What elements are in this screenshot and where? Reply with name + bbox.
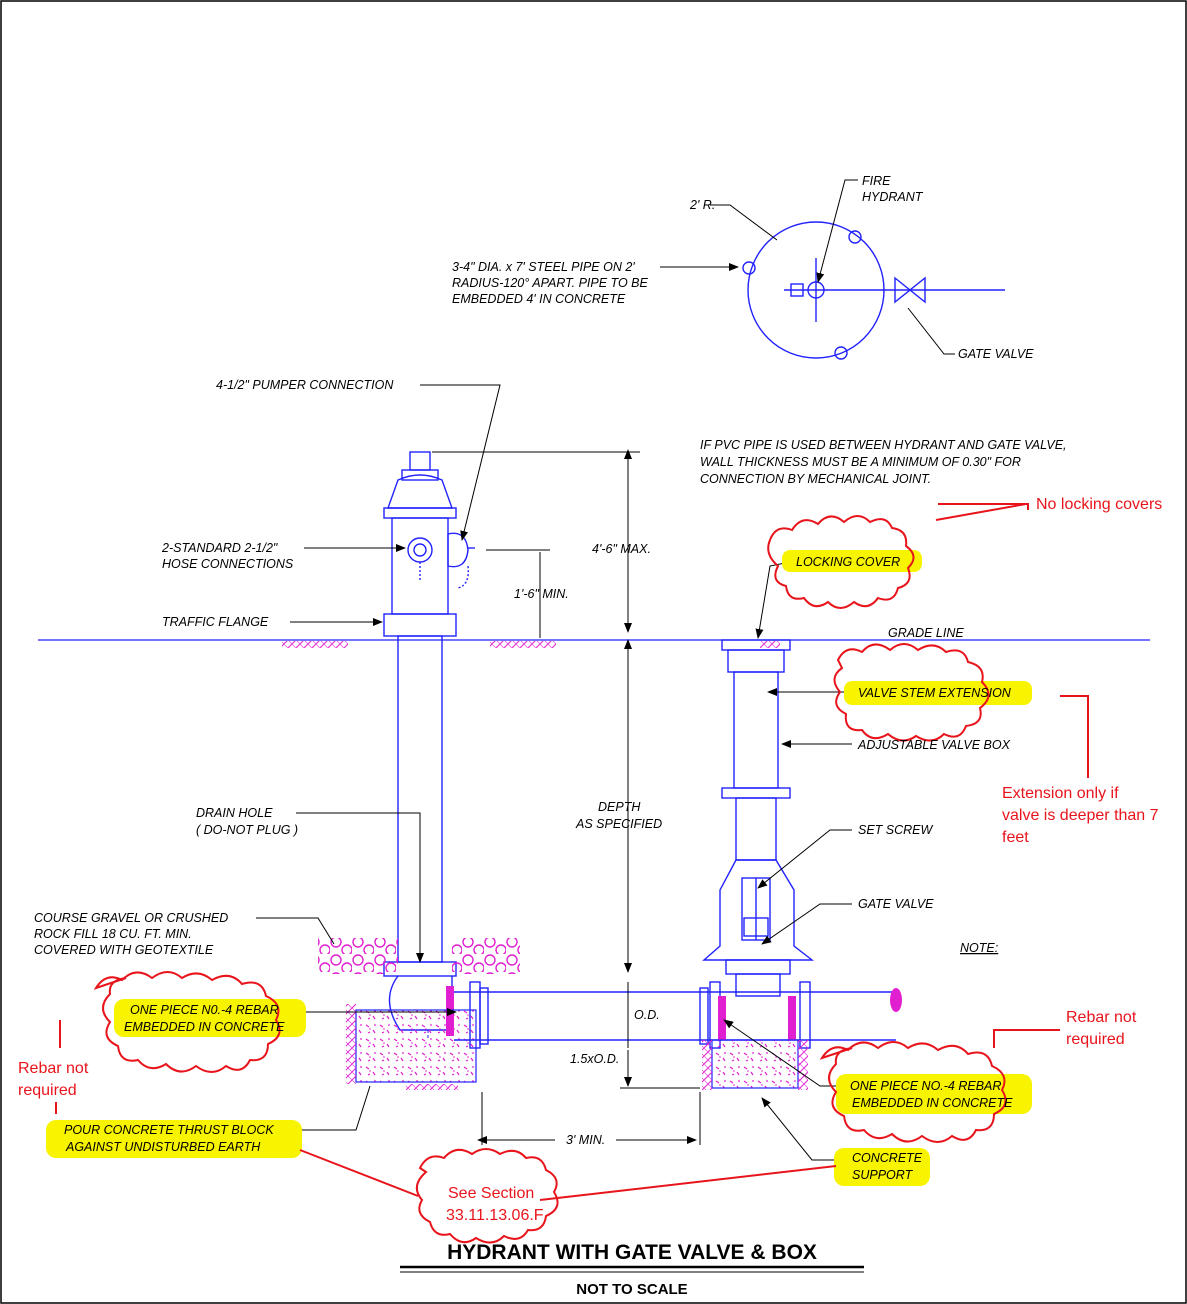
pvc-note-line-3: CONNECTION BY MECHANICAL JOINT.: [700, 472, 931, 486]
markup-no-locking-covers: No locking covers: [1036, 496, 1162, 513]
hose-connections-label-1: 2-STANDARD 2-1/2": [161, 541, 278, 555]
plan-radius-label: 2' R.: [689, 198, 715, 212]
plan-gate-valve-label: GATE VALVE: [958, 347, 1034, 361]
plan-view: [660, 179, 1005, 360]
depth-label: DEPTH: [598, 800, 641, 814]
adjustable-valve-box-label: ADJUSTABLE VALVE BOX: [857, 738, 1011, 752]
concrete-support: [711, 1039, 799, 1089]
markup-see-section-1: See Section: [448, 1185, 534, 1202]
gate-valve-assembly: [702, 639, 815, 997]
grade-line-label: GRADE LINE: [888, 626, 964, 640]
concrete-support-label-1: CONCRETE: [852, 1151, 923, 1165]
do-not-plug-label: ( DO-NOT PLUG ): [196, 823, 298, 837]
plan-pipe-note-2: RADIUS-120° APART. PIPE TO BE: [452, 276, 648, 290]
gravel-label-3: COVERED WITH GEOTEXTILE: [34, 943, 214, 957]
hose-connections-label-2: HOSE CONNECTIONS: [162, 557, 294, 571]
markup-extension-1: Extension only if: [1002, 785, 1119, 802]
earth-hatch: [282, 641, 348, 648]
drawing-title: HYDRANT WITH GATE VALVE & BOX: [447, 1241, 817, 1264]
gravel-label-2: ROCK FILL 18 CU. FT. MIN.: [34, 927, 192, 941]
highlight-locking-cover: [782, 550, 922, 572]
gate-valve-label: GATE VALVE: [858, 897, 934, 911]
pvc-note-line-1: IF PVC PIPE IS USED BETWEEN HYDRANT AND …: [700, 438, 1067, 452]
thrust-block-label-1: POUR CONCRETE THRUST BLOCK: [64, 1123, 274, 1137]
as-specified-label: AS SPECIFIED: [575, 817, 662, 831]
markup-extension-2: valve is deeper than 7: [1002, 807, 1159, 824]
markup-rebar-left-2: required: [18, 1082, 77, 1099]
markup-rebar-right-1: Rebar not: [1066, 1009, 1137, 1026]
markup-see-section-2: 33.11.13.06.F: [446, 1207, 544, 1224]
gravel-label-1: COURSE GRAVEL OR CRUSHED: [34, 911, 228, 925]
gravel-fill-left: [318, 938, 398, 974]
thrust-block-label-2: AGAINST UNDISTURBED EARTH: [65, 1140, 261, 1154]
plan-fire-label: FIRE: [862, 174, 891, 188]
rebar-left-label-2: EMBEDDED IN CONCRETE: [124, 1020, 285, 1034]
rebar-left-label-1: ONE PIECE N0.-4 REBAR: [130, 1003, 279, 1017]
locking-cover-label: LOCKING COVER: [796, 555, 900, 569]
rebar-right-label-2: EMBEDDED IN CONCRETE: [852, 1096, 1013, 1110]
max-dimension-label: 4'-6" MAX.: [592, 542, 651, 556]
min-dimension-label: 1'-6" MIN.: [514, 587, 569, 601]
note-label: NOTE:: [960, 941, 998, 955]
pumper-connection-label: 4-1/2" PUMPER CONNECTION: [216, 378, 394, 392]
dimensions: [432, 449, 701, 1145]
set-screw-label: SET SCREW: [858, 823, 934, 837]
plan-pipe-note-1: 3-4" DIA. x 7' STEEL PIPE ON 2': [452, 260, 635, 274]
gravel-fill-right: [452, 938, 520, 974]
drain-hole-label: DRAIN HOLE: [196, 806, 273, 820]
min-3-label: 3' MIN.: [566, 1133, 605, 1147]
drawing-subtitle: NOT TO SCALE: [576, 1281, 687, 1298]
leader-lines: [256, 384, 852, 1161]
traffic-flange-label: TRAFFIC FLANGE: [162, 615, 269, 629]
od-multiple-label: 1.5xO.D.: [570, 1052, 619, 1066]
plan-pipe-note-3: EMBEDDED 4' IN CONCRETE: [452, 292, 626, 306]
markup-rebar-left-1: Rebar not: [18, 1060, 89, 1077]
revision-clouds: [55, 503, 1089, 1244]
markup-rebar-right-2: required: [1066, 1031, 1125, 1048]
pvc-note-line-2: WALL THICKNESS MUST BE A MINIMUM OF 0.30…: [700, 455, 1021, 469]
plan-hydrant-label: HYDRANT: [862, 190, 924, 204]
rebar-right-label-1: ONE PIECE NO.-4 REBAR: [850, 1079, 1001, 1093]
od-label: O.D.: [634, 1008, 660, 1022]
markup-extension-3: feet: [1002, 829, 1029, 846]
water-main: [454, 981, 902, 1049]
valve-stem-extension-label: VALVE STEM EXTENSION: [858, 686, 1012, 700]
concrete-support-label-2: SUPPORT: [852, 1168, 914, 1182]
thrust-block: [355, 1009, 477, 1083]
